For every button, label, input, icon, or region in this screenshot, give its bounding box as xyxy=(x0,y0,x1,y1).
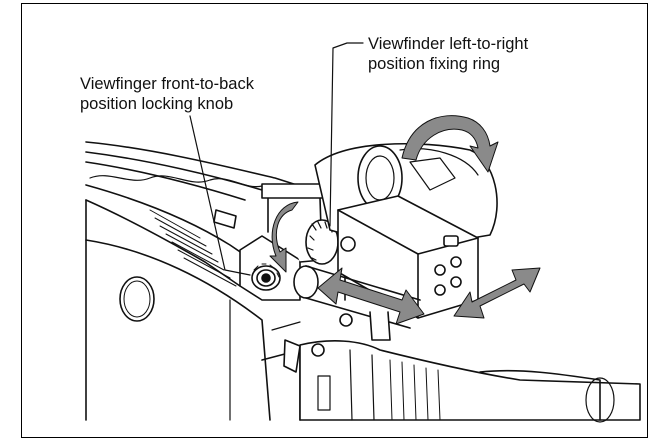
callout-locking-knob-line1: Viewfinger front-to-back xyxy=(80,75,254,93)
leader-locking-knob xyxy=(189,115,251,276)
callout-fixing-ring-line1: Viewfinder left-to-right xyxy=(368,35,529,53)
callout-fixing-ring-line2: position fixing ring xyxy=(368,55,501,73)
callout-fixing-ring: Viewfinder left-to-right position fixing… xyxy=(368,34,528,74)
callout-locking-knob-line2: position locking knob xyxy=(80,95,234,113)
viewfinder-housing xyxy=(293,195,479,341)
front-back-arrow-icon xyxy=(453,267,541,319)
callout-locking-knob: Viewfinger front-to-back position lockin… xyxy=(80,74,254,114)
camera-body xyxy=(85,141,301,421)
locking-knob xyxy=(251,263,281,291)
leader-lines xyxy=(189,42,364,276)
rotation-arrow-icon xyxy=(401,115,499,173)
knob-rotation-arrow-icon xyxy=(269,201,299,273)
leader-fixing-ring xyxy=(329,42,364,227)
lens xyxy=(283,339,641,423)
left-right-arrow-icon xyxy=(317,267,425,325)
